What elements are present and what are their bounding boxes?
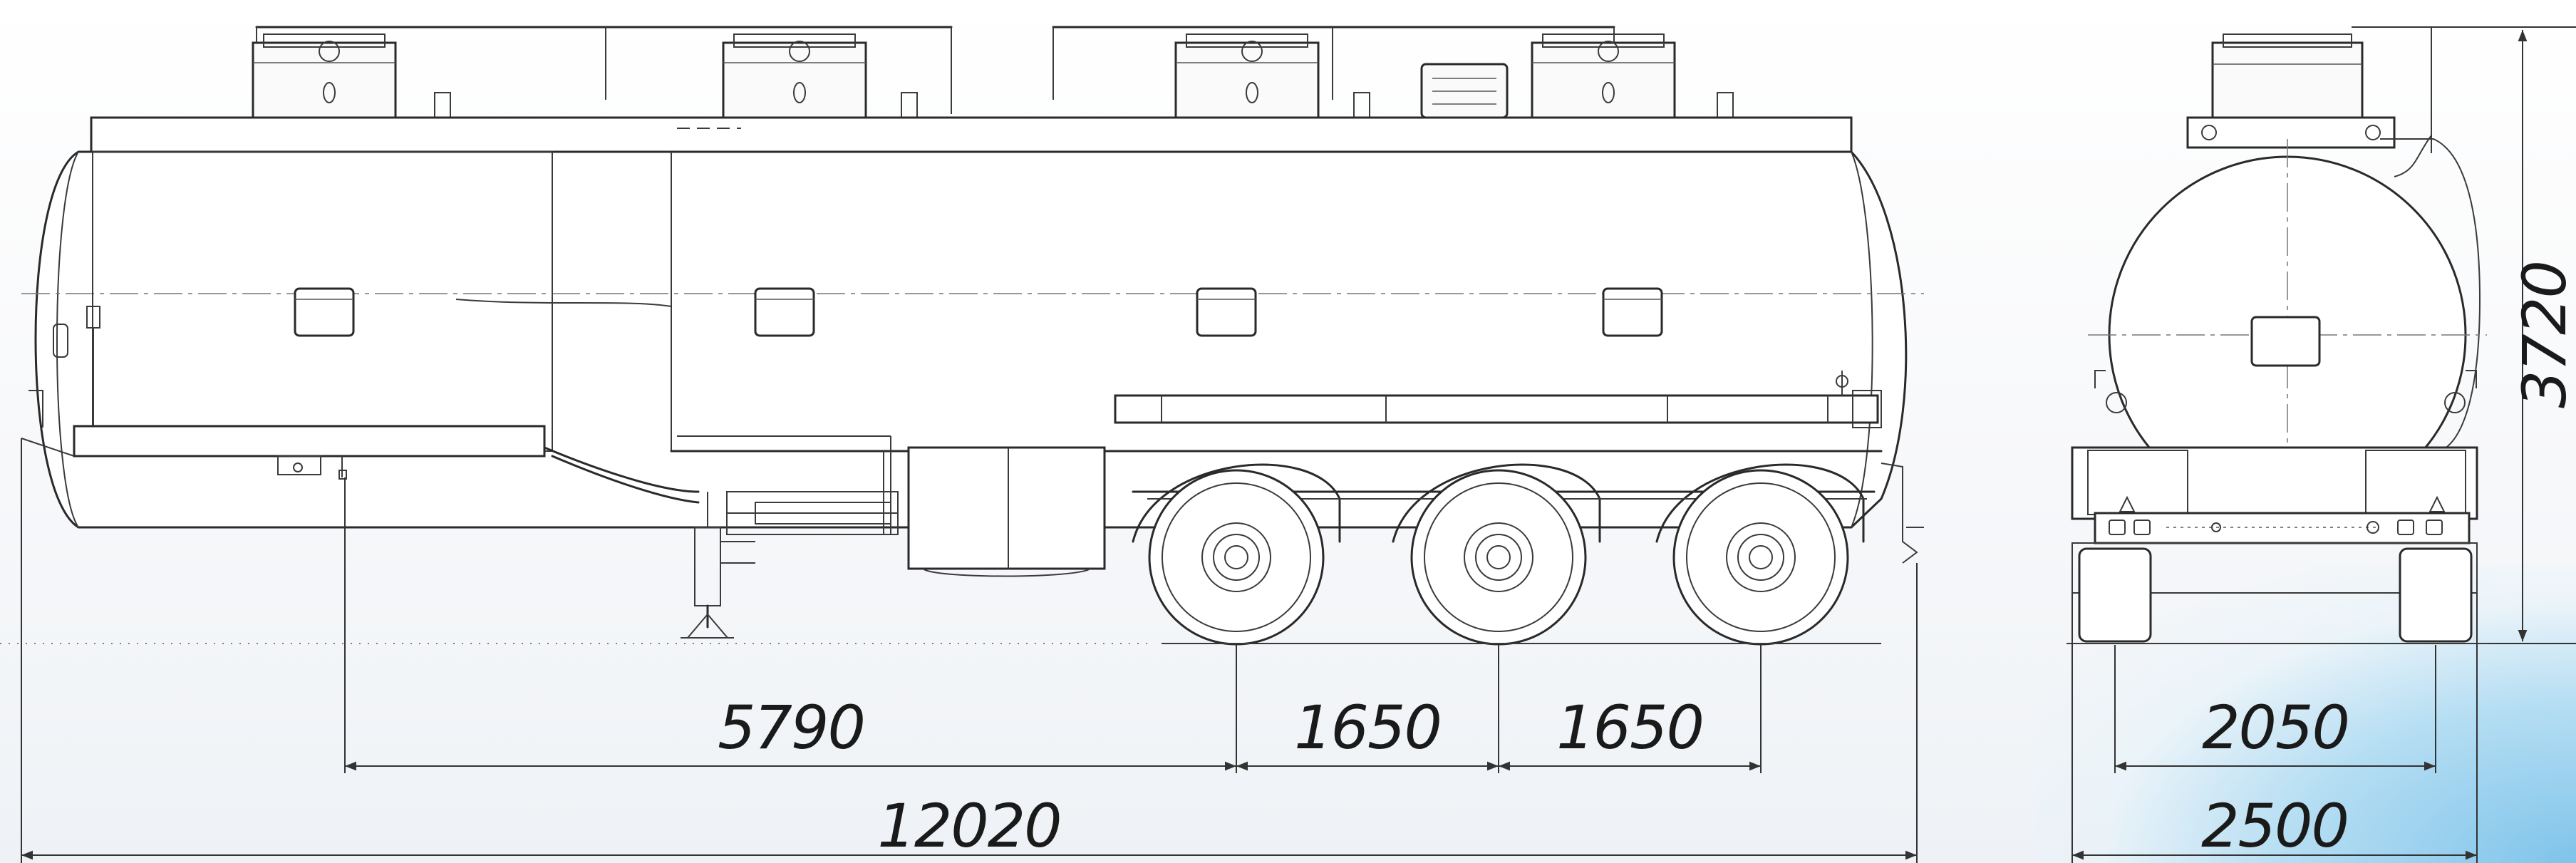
dim-1650-b: 1650	[1556, 693, 1703, 763]
rear-bumper	[2071, 446, 2478, 520]
rear-wheel-right	[2399, 547, 2473, 643]
dim-2050: 2050	[2202, 693, 2349, 763]
rear-hatch	[2250, 316, 2321, 367]
wheel-2	[1410, 469, 1587, 646]
manhole-3	[1174, 33, 1320, 121]
walkway-railing	[255, 26, 1615, 114]
side-hatch-4	[1602, 287, 1663, 337]
rear-view	[2067, 26, 2487, 644]
side-hatch-2	[754, 287, 815, 337]
dim-12020: 12020	[877, 791, 1060, 861]
dimension-labels: 5790 1650 1650 12020 2050 2500 3720	[718, 262, 2576, 861]
rear-manhole	[2211, 33, 2364, 126]
dim-5790: 5790	[718, 693, 864, 763]
dim-2500: 2500	[2201, 791, 2348, 861]
rear-light-bar	[2094, 512, 2471, 544]
wheel-1	[1148, 469, 1325, 646]
manhole-1	[252, 33, 397, 121]
mudguard-2	[1392, 463, 1601, 543]
manhole-2	[722, 33, 867, 121]
dimension-lines	[21, 26, 2576, 863]
side-pipe	[1114, 394, 1879, 424]
mudguard-3	[1655, 463, 1865, 543]
top-walkway	[90, 116, 1853, 153]
mudguard-1	[1132, 463, 1341, 543]
dim-3720: 3720	[2510, 262, 2576, 408]
dim-1650-a: 1650	[1294, 693, 1441, 763]
toolbox	[907, 446, 1106, 570]
fire-extinguisher	[53, 306, 100, 442]
rear-lower-panel	[73, 425, 546, 458]
manhole-4	[1531, 33, 1676, 121]
rear-wheel-left	[2078, 547, 2152, 643]
side-view	[0, 26, 1924, 646]
roof-vent-box	[1420, 63, 1509, 119]
wheel-3	[1672, 469, 1849, 646]
side-hatch-1	[294, 287, 355, 337]
side-hatch-3	[1196, 287, 1257, 337]
landing-gear	[681, 492, 755, 639]
